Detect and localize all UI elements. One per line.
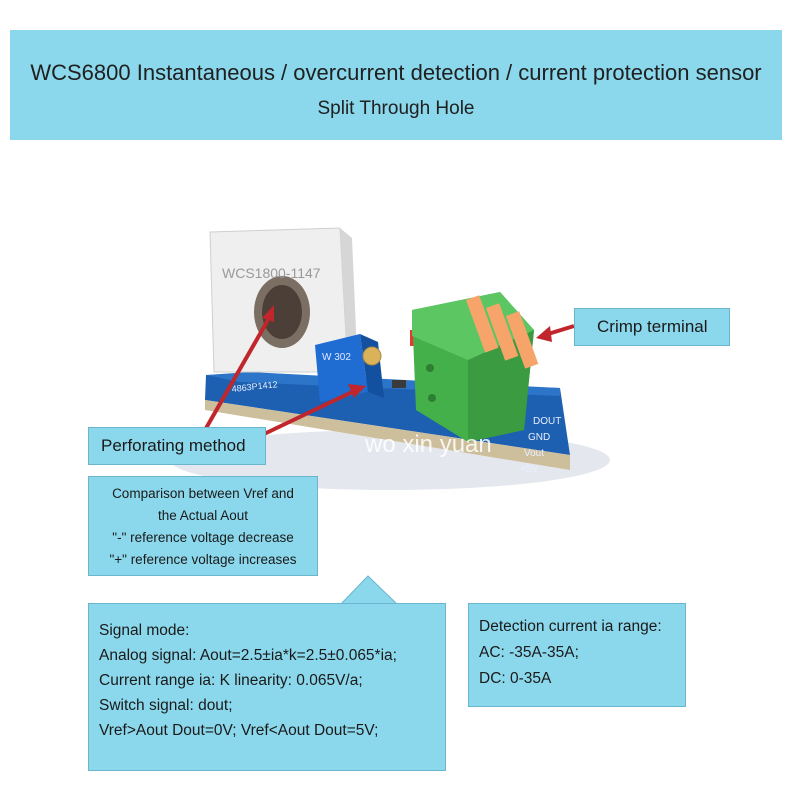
signal-mode-line: Current range ia: K linearity: 0.065V/a;: [99, 672, 363, 689]
title-banner: WCS6800 Instantaneous / overcurrent dete…: [10, 30, 782, 140]
watermark: wo xin yuan: [364, 431, 492, 458]
signal-mode-line: Analog signal: Aout=2.5±ia*k=2.5±0.065*i…: [99, 647, 397, 664]
detection-ac: AC: -35A-35A;: [479, 644, 579, 661]
pin-label-5v: +5V: [520, 464, 538, 475]
detection-heading: Detection current ia range:: [479, 618, 662, 635]
arrow-to-potentiometer: [261, 384, 366, 437]
detection-dc: DC: 0-35A: [479, 670, 552, 687]
terminal-block: [412, 292, 539, 442]
comparison-callout: Comparison between Vref and the Actual A…: [88, 476, 318, 576]
signal-mode-heading: Signal mode:: [99, 622, 190, 639]
signal-mode-line: Vref>Aout Dout=0V; Vref<Aout Dout=5V;: [99, 722, 379, 739]
sensor-label: WCS1800-1147: [222, 265, 321, 281]
pin-label-dout: DOUT: [533, 416, 561, 427]
banner-title: WCS6800 Instantaneous / overcurrent dete…: [30, 60, 762, 85]
pin-label-gnd: GND: [528, 432, 550, 443]
board-label: 4863P1412: [231, 379, 278, 394]
arrow-to-terminal: [536, 324, 575, 342]
pin-label-vout: Vout: [524, 448, 544, 459]
detection-range-box: Detection current ia range: AC: -35A-35A…: [468, 603, 686, 707]
product-photo: 4863P1412 WCS1800-1147 W 302 DOUT GND Vo…: [170, 227, 610, 490]
pot-label: W 302: [322, 352, 351, 363]
comparison-line: the Actual Aout: [157, 508, 249, 523]
signal-mode-line: Switch signal: dout;: [99, 697, 233, 714]
crimp-terminal-callout: Crimp terminal: [574, 308, 730, 346]
arrow-to-sensor-hole: [203, 305, 274, 431]
signal-pointer: [338, 575, 401, 606]
comparison-line: "+" reference voltage increases: [109, 552, 297, 567]
comparison-line: "-" reference voltage decrease: [112, 530, 294, 545]
banner-subtitle: Split Through Hole: [317, 98, 475, 119]
signal-mode-box: Signal mode: Analog signal: Aout=2.5±ia*…: [88, 603, 446, 771]
comparison-line: Comparison between Vref and: [112, 486, 294, 501]
perforating-method-callout: Perforating method: [88, 427, 266, 465]
